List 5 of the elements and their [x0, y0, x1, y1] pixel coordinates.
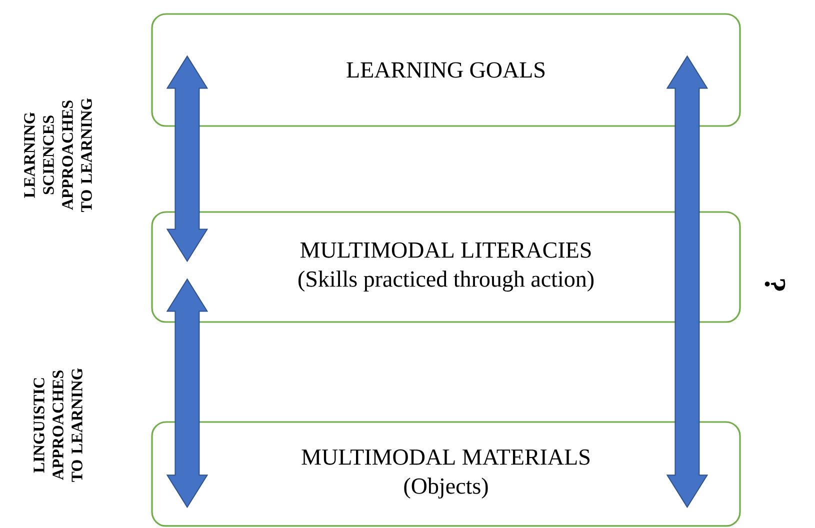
text-box: MULTIMODAL LITERACIES (Skills practiced through action): [151, 211, 741, 323]
side-label: LINGUISTIC APPROACHES TO LEARNING: [34, 368, 82, 482]
text-box: LEARNING GOALS: [151, 13, 741, 127]
text-box: MULTIMODAL MATERIALS (Objects): [151, 421, 741, 527]
side-label: LEARNING SCIENCES APPROACHES TO LEARNING: [24, 98, 92, 212]
